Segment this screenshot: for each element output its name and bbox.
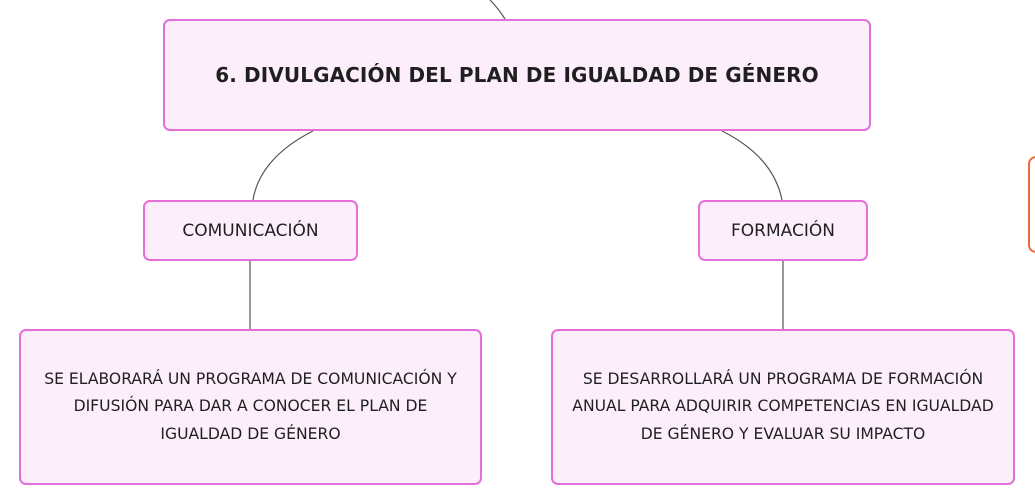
formacion-description-node[interactable]: SE DESARROLLARÁ UN PROGRAMA DE FORMACIÓN… <box>551 329 1015 485</box>
topic-title-node[interactable]: 6. DIVULGACIÓN DEL PLAN DE IGUALDAD DE G… <box>163 19 871 131</box>
offscreen-node-partial[interactable] <box>1028 156 1035 253</box>
subtopic-formacion-label: FORMACIÓN <box>731 220 835 241</box>
subtopic-formacion-node[interactable]: FORMACIÓN <box>698 200 868 261</box>
comunicacion-description-text: SE ELABORARÁ UN PROGRAMA DE COMUNICACIÓN… <box>44 369 457 443</box>
comunicacion-description-node[interactable]: SE ELABORARÁ UN PROGRAMA DE COMUNICACIÓN… <box>19 329 482 485</box>
formacion-description-text: SE DESARROLLARÁ UN PROGRAMA DE FORMACIÓN… <box>572 369 994 443</box>
connector-parent-to-title <box>489 0 506 20</box>
topic-title-text: 6. DIVULGACIÓN DEL PLAN DE IGUALDAD DE G… <box>215 63 819 87</box>
subtopic-comunicacion-node[interactable]: COMUNICACIÓN <box>143 200 358 261</box>
connector-title-to-formacion <box>721 130 783 201</box>
subtopic-comunicacion-label: COMUNICACIÓN <box>182 220 319 241</box>
connector-title-to-comunicacion <box>252 130 314 201</box>
